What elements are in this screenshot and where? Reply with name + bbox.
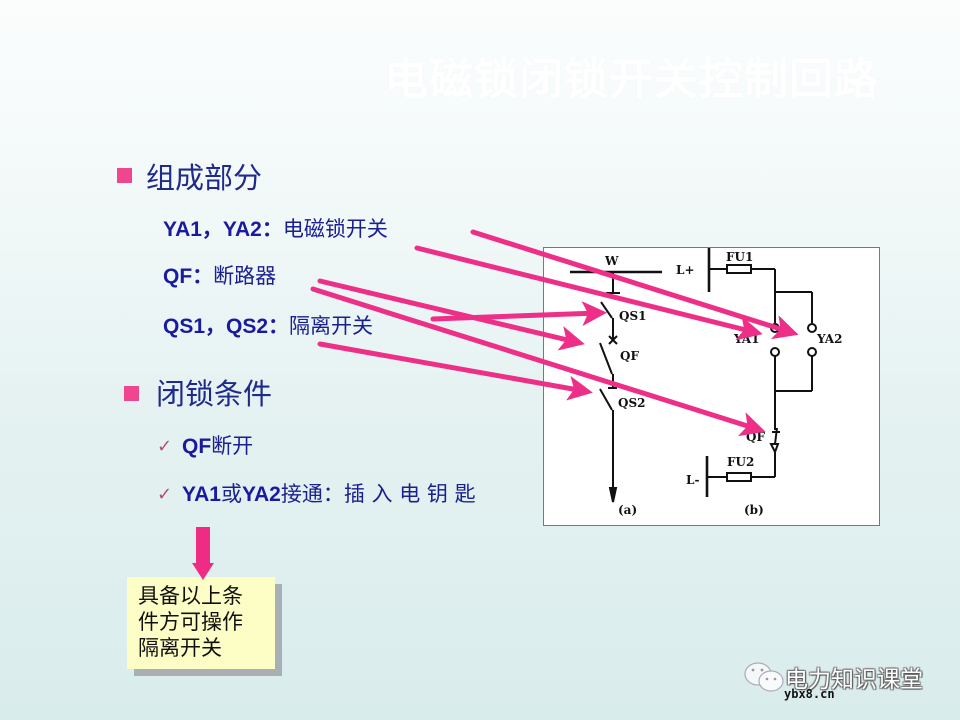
list-item-qs: QS1，QS2：隔离开关 [163,312,373,341]
label-ya1: YA1 [733,332,759,346]
item-desc: 电磁锁开关 [282,217,388,241]
arrow-to-qf-a [317,278,585,351]
arrow-to-qs2 [317,341,593,401]
item-code: YA1 [182,483,221,506]
watermark-name: 电力知识课堂 [785,667,923,693]
list-item-qf-open: QF断开 [182,432,253,461]
item-code: YA1，YA2： [163,218,283,241]
label-qs2: QS2 [618,396,645,410]
note-line: 具备以上条 [138,584,243,608]
item-code: QF： [163,265,214,288]
circuit-b [705,248,817,497]
label-qf-b: QF [746,430,765,444]
section-heading-components: 组成部分 [146,161,263,195]
label-fu1: FU1 [726,250,753,264]
note-box: 具备以上条 件方可操作 隔离开关 [127,577,275,669]
section-heading-interlock: 闭锁条件 [156,377,273,411]
label-l-minus: L- [686,473,699,487]
item-code: QF [182,435,212,458]
down-arrow-icon [192,527,214,580]
note-line: 件方可操作 [138,610,243,634]
list-item-ya: YA1，YA2：电磁锁开关 [163,215,388,244]
checkmark-icon: ✓ [157,436,173,457]
item-desc: 断开 [211,434,254,458]
item-code: QS1，QS2： [163,315,290,338]
item-code-2: YA2 [241,483,281,506]
item-mid: 或 [220,482,242,506]
arrow-to-ya2 [470,229,799,340]
note-line: 隔离开关 [138,636,222,660]
label-qs1: QS1 [619,309,646,323]
label-w: W [604,254,619,268]
label-fu2: FU2 [727,455,754,469]
checkmark-icon: ✓ [157,484,173,505]
item-desc: 断路器 [213,264,277,288]
caption-b: (b) [744,503,764,517]
bullet-square-icon [117,168,132,183]
list-item-ya-on: YA1或YA2接通：插 入 电 钥 匙 [182,480,476,509]
list-item-qf: QF：断路器 [163,262,276,291]
label-l-plus: L+ [676,263,695,277]
wechat-icon [744,662,784,692]
arrow-to-ya1 [414,245,763,341]
label-qf-a: QF [620,349,639,363]
item-desc: 隔离开关 [289,314,374,338]
arrow-to-qf-b [310,286,766,437]
bullet-square-icon [124,386,139,401]
item-desc: 接通：插 入 电 钥 匙 [280,482,476,506]
arrow-to-qs1 [430,301,607,327]
caption-a: (a) [618,503,637,517]
watermark-site: ybx8.cn [784,687,835,701]
slide-title: 电磁锁闭锁开关控制回路 [384,54,879,105]
label-ya2: YA2 [816,332,842,346]
